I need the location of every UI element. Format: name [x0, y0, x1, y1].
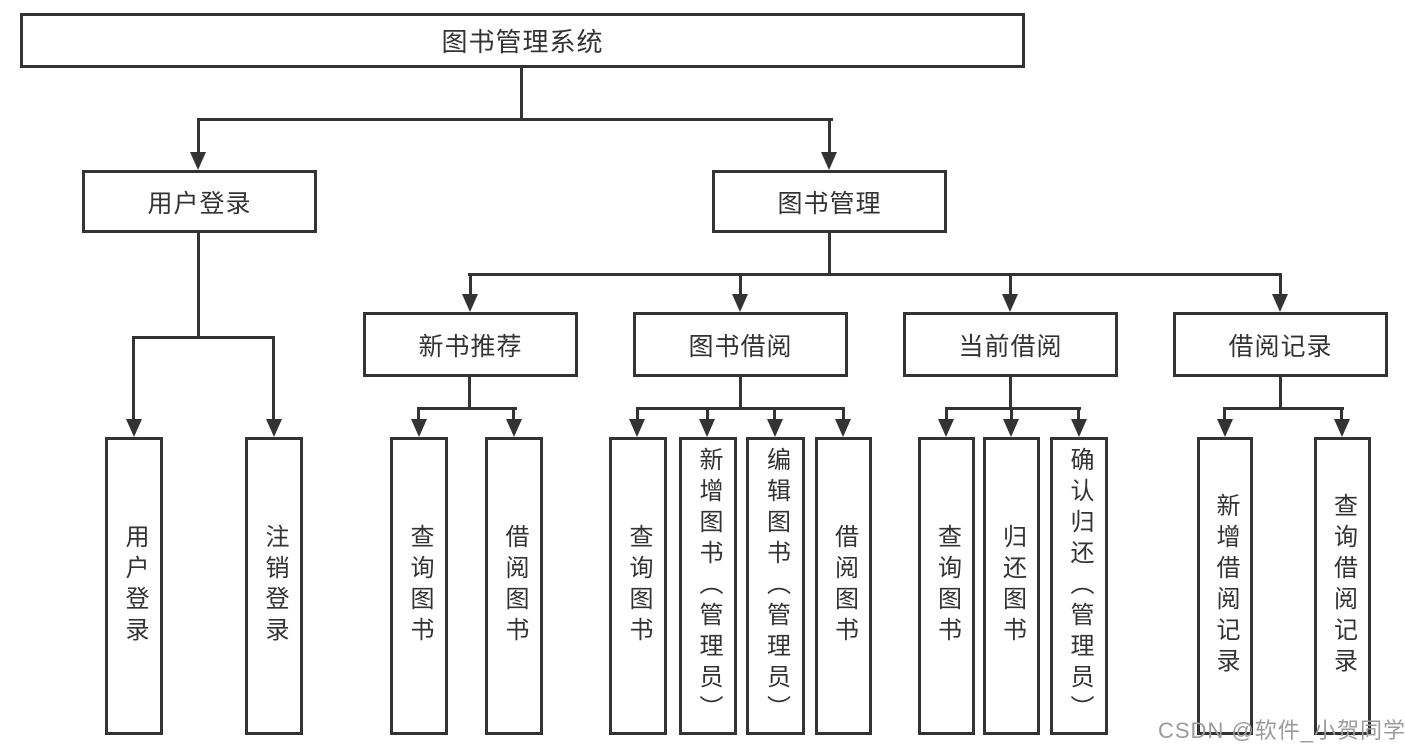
node-user-login: 用户登录 [82, 170, 317, 233]
node-cb-confirm-return-admin: 确认归还（管理员） [1050, 437, 1108, 735]
node-br-query-record: 查询借阅记录 [1314, 437, 1371, 735]
connector-to-logout-leaf [272, 336, 275, 421]
node-library-system: 图书管理系统 [20, 13, 1025, 68]
node-bb-borrow-books: 借阅图书 [815, 437, 872, 735]
connector-bb-rail [636, 407, 845, 410]
connector-to-nbr-borrow [512, 407, 515, 421]
connector-to-cb-confirm [1077, 407, 1080, 421]
connector-to-bb-borrow [842, 407, 845, 421]
arrowhead-to-cb-return [1003, 419, 1019, 437]
connector-bb-stem [739, 377, 742, 410]
connector-nbr-rail [417, 407, 517, 410]
arrowhead-to-cb-query [938, 419, 954, 437]
node-borrowing-records: 借阅记录 [1173, 312, 1388, 377]
arrowhead-to-bb-add [699, 419, 715, 437]
connector-to-br-query [1340, 407, 1343, 421]
connector-to-cb-return [1010, 407, 1013, 421]
arrowhead-to-bb-borrow [835, 419, 851, 437]
node-cb-query-books: 查询图书 [918, 437, 975, 735]
arrowhead-to-br-query [1334, 419, 1350, 437]
connector-root-stem [520, 68, 523, 120]
node-nbr-query-books: 查询图书 [390, 437, 448, 735]
connector-to-book-borrowing [739, 273, 742, 297]
connector-userlogin-stem [197, 233, 200, 339]
connector-root-to-book-management [828, 118, 831, 154]
arrowhead-to-nbr-borrow [506, 419, 522, 437]
node-current-borrowing: 当前借阅 [903, 312, 1118, 377]
arrowhead-to-book-borrowing [732, 294, 748, 312]
connector-to-bb-edit [773, 407, 776, 421]
connector-to-bb-query [636, 407, 639, 421]
connector-nbr-stem [468, 377, 471, 410]
connector-root-rail [197, 118, 833, 121]
arrowhead-to-br-add [1217, 419, 1233, 437]
arrowhead-to-borrowing-records [1272, 294, 1288, 312]
connector-br-stem [1279, 377, 1282, 410]
connector-to-user-login-leaf [132, 336, 135, 421]
arrowhead-to-bb-edit [767, 419, 783, 437]
connector-to-cb-query [945, 407, 948, 421]
node-bb-add-books-admin: 新增图书（管理员） [679, 437, 737, 735]
connector-to-nbr-query [417, 407, 420, 421]
connector-cb-stem [1009, 377, 1012, 410]
arrowhead-to-bb-query [629, 419, 645, 437]
node-logout-leaf: 注销登录 [245, 437, 303, 735]
arrowhead-to-book-management [821, 152, 837, 170]
node-book-management: 图书管理 [712, 170, 947, 233]
node-book-borrowing: 图书借阅 [633, 312, 848, 377]
arrowhead-to-logout-leaf [266, 419, 282, 437]
connector-root-to-user-login [197, 118, 200, 154]
node-new-book-recommend: 新书推荐 [363, 312, 578, 377]
connector-to-new-book-recommend [469, 273, 472, 297]
arrowhead-to-nbr-query [411, 419, 427, 437]
node-bb-edit-books-admin: 编辑图书（管理员） [746, 437, 805, 735]
arrowhead-to-user-login [190, 152, 206, 170]
connector-userlogin-rail [132, 336, 275, 339]
connector-br-rail [1223, 407, 1344, 410]
node-cb-return-books: 归还图书 [983, 437, 1040, 735]
arrowhead-to-user-login-leaf [126, 419, 142, 437]
node-user-login-leaf: 用户登录 [105, 437, 163, 735]
csdn-watermark: CSDN @软件_小贺同学 [1158, 718, 1405, 743]
connector-cb-rail [945, 407, 1081, 410]
node-nbr-borrow-books: 借阅图书 [485, 437, 543, 735]
arrowhead-to-current-borrowing [1002, 294, 1018, 312]
connector-to-br-add [1223, 407, 1226, 421]
node-bb-query-books: 查询图书 [609, 437, 667, 735]
connector-to-current-borrowing [1009, 273, 1012, 297]
connector-bookmgmt-stem [828, 233, 831, 276]
connector-to-bb-add [706, 407, 709, 421]
node-br-add-record: 新增借阅记录 [1197, 437, 1253, 735]
arrowhead-to-cb-confirm [1071, 419, 1087, 437]
arrowhead-to-new-book-recommend [462, 294, 478, 312]
connector-bookmgmt-rail [468, 273, 1282, 276]
connector-to-borrowing-records [1279, 273, 1282, 297]
